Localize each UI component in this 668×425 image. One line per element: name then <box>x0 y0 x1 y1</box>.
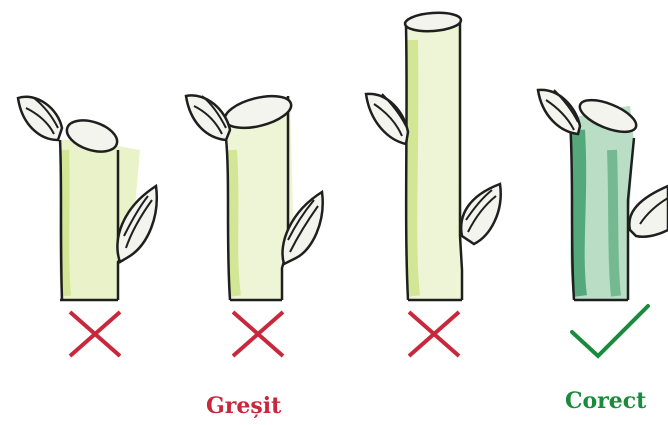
correct-label: Corect <box>565 388 647 414</box>
wrong-label: Greșit <box>206 393 282 419</box>
cross-icon <box>407 310 461 358</box>
stem-2 <box>184 94 324 302</box>
stem-4 <box>536 88 668 302</box>
cross-icon <box>231 310 285 358</box>
cross-icon <box>68 310 122 358</box>
stem-1 <box>16 95 158 302</box>
stem-3 <box>364 11 502 302</box>
check-icon <box>570 304 650 359</box>
